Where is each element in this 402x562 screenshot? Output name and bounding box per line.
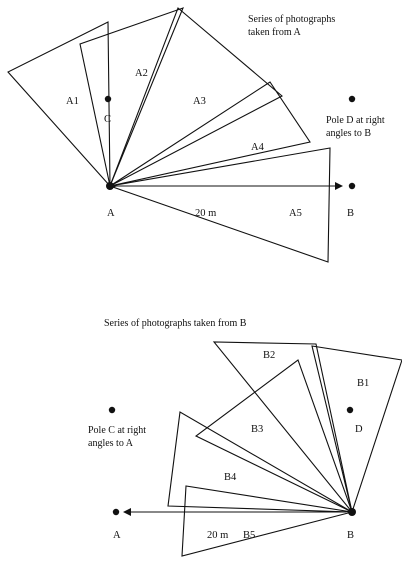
photo-a3-triangle: [108, 7, 283, 188]
label-point-a: A: [107, 208, 115, 219]
pole-c-label-line2: angles to A: [88, 438, 134, 449]
photo-a1-triangle: [7, 21, 111, 188]
label-point-b: B: [347, 208, 354, 219]
pole-d-dot: [348, 95, 356, 103]
photo-b4-triangle: [167, 411, 353, 513]
label-a1: A1: [66, 96, 79, 107]
label-b1: B1: [357, 378, 369, 389]
label-a5: A5: [289, 208, 302, 219]
point-a-dot: [106, 182, 114, 190]
caption-a-line1: Series of photographs: [248, 14, 335, 25]
photo-a4-triangle: [109, 81, 311, 187]
label-point-b2: B: [347, 530, 354, 541]
label-b4: B4: [224, 472, 237, 483]
photo-b3-triangle: [194, 359, 353, 514]
label-a2: A2: [135, 68, 148, 79]
label-a4: A4: [251, 142, 265, 153]
pole-d-label-line1: Pole D at right: [326, 115, 385, 126]
point-d-dot: [346, 406, 354, 414]
panel-a: Series of photographs taken from A A1 A2…: [7, 7, 385, 263]
photo-a2-triangle: [79, 7, 184, 188]
caption-b: Series of photographs taken from B: [104, 318, 247, 329]
label-distance-b: 20 m: [207, 530, 228, 541]
pole-c-dot: [108, 406, 116, 414]
point-c-dot: [104, 95, 112, 103]
photo-a5-triangle: [107, 147, 331, 263]
photo-b2-triangle: [212, 341, 353, 513]
panel-b: Series of photographs taken from B B1 B2…: [88, 318, 402, 557]
label-a3: A3: [193, 96, 206, 107]
label-b5: B5: [243, 530, 255, 541]
point-b2-dot: [348, 508, 356, 516]
pole-c-label-line1: Pole C at right: [88, 425, 146, 436]
label-point-c: C: [104, 114, 111, 125]
caption-a-line2: taken from A: [248, 27, 302, 38]
point-a2-dot: [112, 508, 120, 516]
pole-d-label-line2: angles to B: [326, 128, 371, 139]
label-point-d: D: [355, 424, 363, 435]
label-b2: B2: [263, 350, 275, 361]
label-point-a2: A: [113, 530, 121, 541]
label-b3: B3: [251, 424, 263, 435]
label-distance-a: 20 m: [195, 208, 216, 219]
photo-b5-triangle: [181, 485, 353, 557]
point-b-dot: [348, 182, 356, 190]
photo-b1-triangle: [311, 345, 402, 515]
